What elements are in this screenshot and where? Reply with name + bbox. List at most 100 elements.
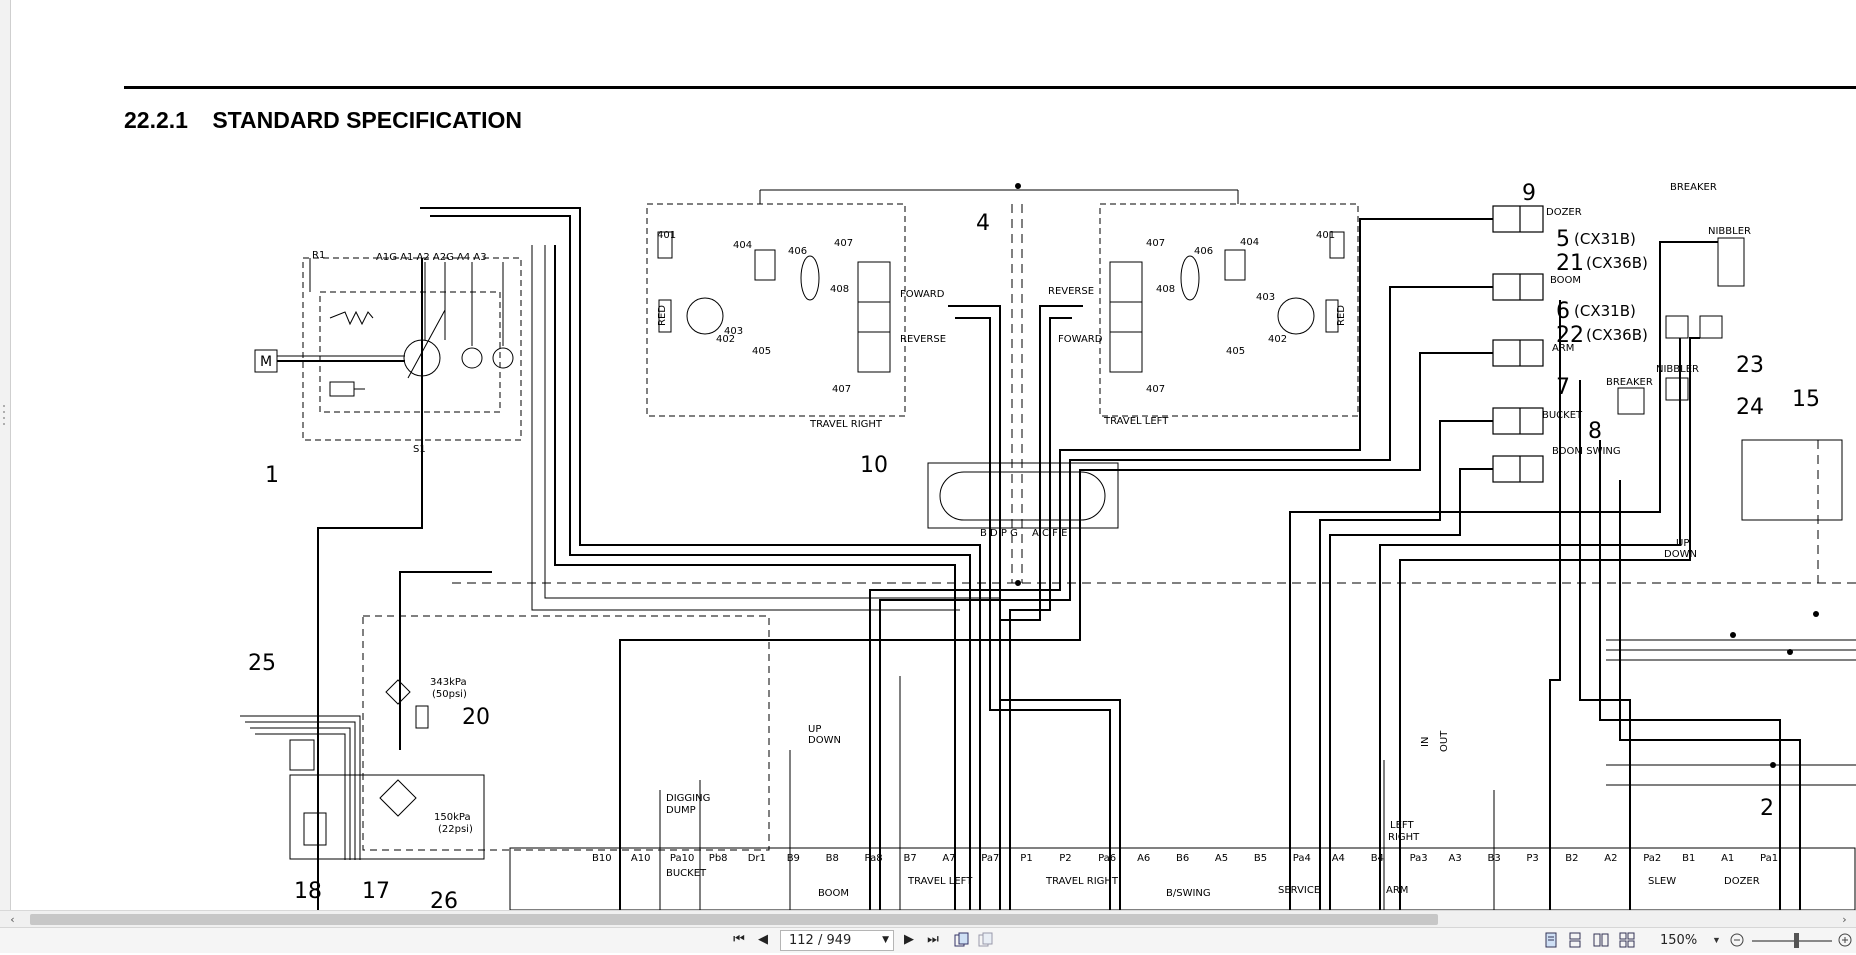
label-arm: ARM <box>1552 343 1574 354</box>
section-number: 22.2.1 <box>124 107 188 133</box>
port-label: B3 <box>1488 853 1501 864</box>
label-travel-right-valve: TRAVEL RIGHT <box>1045 876 1119 887</box>
label-travel-left-valve: TRAVEL LEFT <box>907 876 973 887</box>
label-cx36b-b: (CX36B) <box>1586 326 1648 344</box>
port-label: A10 <box>631 853 651 864</box>
page-title: 22.2.1 STANDARD SPECIFICATION <box>124 107 522 134</box>
label-cx36b-a: (CX36B) <box>1586 254 1648 272</box>
scroll-left-arrow-icon[interactable]: ‹ <box>10 913 15 926</box>
page-dropdown-icon[interactable]: ▼ <box>882 935 889 945</box>
port-label: Pa10 <box>670 853 694 864</box>
schematic-labels: DOZER BOOM ARM BUCKET BOOM SWING (CX31B)… <box>260 182 1760 899</box>
label-402b: 402 <box>1268 334 1287 345</box>
scrollbar-thumb[interactable] <box>30 914 1438 925</box>
port-label: B6 <box>1176 853 1189 864</box>
label-cx31b-a: (CX31B) <box>1574 230 1636 248</box>
port-label: B8 <box>826 853 839 864</box>
label-arm-valve: ARM <box>1386 885 1408 896</box>
label-red-2: RED <box>1336 305 1347 326</box>
port-label: Pa4 <box>1293 853 1311 864</box>
gutter-resize-handle[interactable] <box>1 400 7 430</box>
zoom-out-icon[interactable] <box>1726 930 1748 950</box>
callout-22: 22 <box>1556 323 1584 348</box>
left-gutter <box>0 0 11 910</box>
swivel-joint <box>927 462 1119 529</box>
callout-6: 6 <box>1556 299 1570 324</box>
previous-view-icon[interactable] <box>950 930 972 950</box>
label-breaker: BREAKER <box>1670 182 1717 193</box>
zoom-slider-thumb[interactable] <box>1794 933 1799 948</box>
port-label: Pa6 <box>1098 853 1116 864</box>
first-page-button[interactable]: ⏮ <box>733 932 745 947</box>
hydraulic-lines <box>317 207 1801 910</box>
single-page-view-icon[interactable] <box>1540 930 1562 950</box>
label-402a: 402 <box>716 334 735 345</box>
label-travel-right: TRAVEL RIGHT <box>809 419 883 430</box>
label-406a: 406 <box>788 246 807 257</box>
pump-assembly <box>254 257 522 441</box>
label-405a: 405 <box>752 346 771 357</box>
port-label: Pb8 <box>709 853 728 864</box>
document-page: 22.2.1 STANDARD SPECIFICATION <box>11 0 1856 910</box>
port-label: P3 <box>1526 853 1538 864</box>
label-pump-ports: A1G A1 A2 A2G A4 A3 <box>376 252 487 263</box>
viewer-toolbar: ⏮ ◀ 112 / 949 ▼ ▶ ⏭ 150% ▼ <box>0 927 1856 953</box>
label-404b: 404 <box>1240 237 1259 248</box>
previous-page-button[interactable]: ◀ <box>758 932 768 947</box>
label-right: RIGHT <box>1388 832 1420 843</box>
port-label: A7 <box>942 853 955 864</box>
label-401a: 401 <box>657 230 676 241</box>
page-indicator: 112 / 949 <box>789 933 852 948</box>
continuous-view-icon[interactable] <box>1564 930 1586 950</box>
travel-left-motor <box>1099 203 1359 417</box>
horizontal-scrollbar[interactable]: ‹ › <box>0 910 1856 928</box>
label-red-1: RED <box>657 305 668 326</box>
zoom-slider-track[interactable] <box>1752 940 1832 942</box>
port-label: Pa7 <box>981 853 999 864</box>
port-label: A4 <box>1332 853 1345 864</box>
label-up: UP <box>808 724 821 735</box>
port-label: B5 <box>1254 853 1267 864</box>
attachments <box>1617 237 1843 521</box>
facing-view-icon[interactable] <box>1590 930 1612 950</box>
label-403b: 403 <box>1256 292 1275 303</box>
label-50psi: (50psi) <box>432 689 467 700</box>
label-bucket-valve: BUCKET <box>666 868 707 879</box>
callout-17: 17 <box>362 879 390 904</box>
label-slew: SLEW <box>1648 876 1676 887</box>
label-404a: 404 <box>733 240 752 251</box>
port-label: B2 <box>1565 853 1578 864</box>
port-label: Pa1 <box>1760 853 1778 864</box>
label-403a: 403 <box>724 326 743 337</box>
zoom-level[interactable]: 150% <box>1660 933 1698 948</box>
callout-numbers: 1 2 4 5 6 7 8 9 10 15 17 18 20 21 22 23 … <box>248 181 1820 910</box>
label-foward-left: FOWARD <box>1058 334 1103 345</box>
label-out: OUT <box>1439 730 1450 752</box>
callout-21: 21 <box>1556 251 1584 276</box>
next-page-button[interactable]: ▶ <box>904 932 914 947</box>
label-bdpg: B D P G <box>980 528 1018 539</box>
callout-24: 24 <box>1736 395 1764 420</box>
junction-dots <box>1015 183 1819 768</box>
callout-5: 5 <box>1556 227 1570 252</box>
callout-2: 2 <box>1760 796 1774 821</box>
callout-20: 20 <box>462 705 490 730</box>
label-reverse-right: REVERSE <box>900 334 946 345</box>
port-label: B7 <box>904 853 917 864</box>
label-343kpa: 343kPa <box>430 677 467 688</box>
label-408b: 408 <box>1156 284 1175 295</box>
next-view-icon[interactable] <box>974 930 996 950</box>
label-motor-m: M <box>260 354 272 370</box>
zoom-dropdown-icon[interactable]: ▼ <box>1712 935 1721 945</box>
page-number-field[interactable]: 112 / 949 ▼ <box>780 930 894 951</box>
scroll-right-arrow-icon[interactable]: › <box>1842 913 1847 926</box>
label-nibbler-2: NIBBLER <box>1656 364 1699 375</box>
last-page-button[interactable]: ⏭ <box>927 932 939 947</box>
label-150kpa: 150kPa <box>434 812 471 823</box>
label-407a: 407 <box>834 238 853 249</box>
zoom-in-icon[interactable] <box>1834 930 1856 950</box>
callout-8: 8 <box>1588 419 1602 444</box>
continuous-facing-view-icon[interactable] <box>1616 930 1638 950</box>
callout-1: 1 <box>265 463 279 488</box>
